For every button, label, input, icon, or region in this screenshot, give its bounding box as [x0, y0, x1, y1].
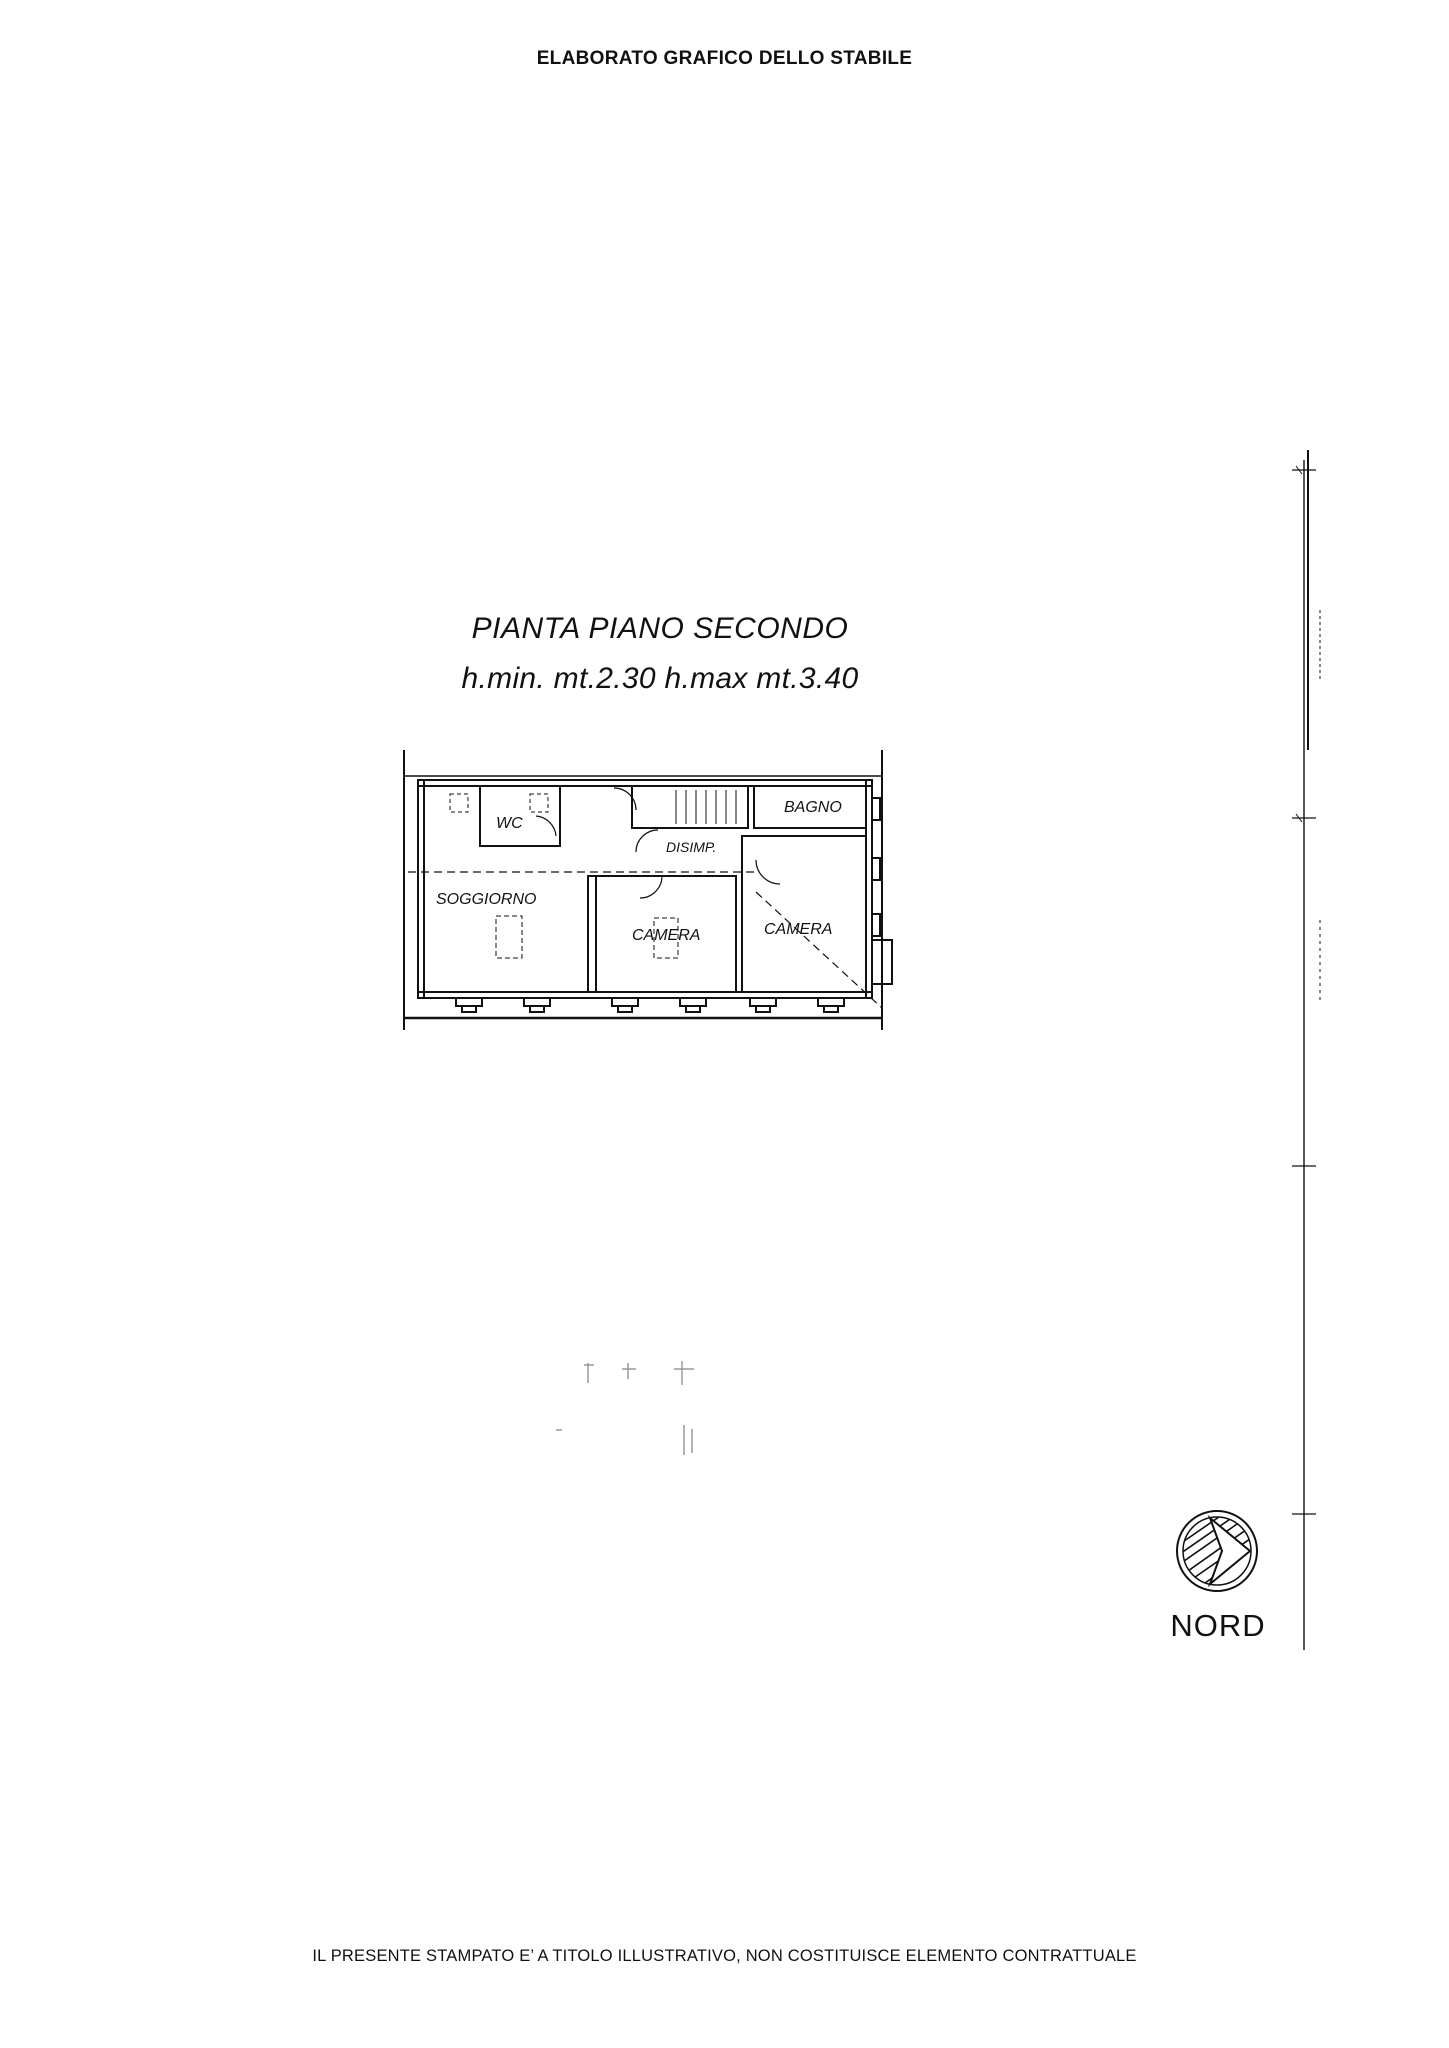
- room-label-disimp: DISIMP.: [666, 839, 716, 855]
- room-label-camera-1: CAMERA: [632, 927, 700, 944]
- room-label-camera-2: CAMERA: [764, 921, 832, 938]
- living-partition: [587, 875, 597, 993]
- west-wall: [417, 779, 425, 999]
- compass-label: NORD: [1170, 1608, 1266, 1643]
- dashed-diagonal: [755, 891, 883, 1009]
- stair-block: [631, 785, 749, 829]
- plan-title: PIANTA PIANO SECONDO: [471, 612, 849, 645]
- room-label-soggiorno: SOGGIORNO: [436, 891, 536, 908]
- document-title: ELABORATO GRAFICO DELLO STABILE: [536, 48, 913, 69]
- bagno-room: [753, 785, 867, 829]
- plan-heights: h.min. mt.2.30 h.max mt.3.40: [461, 662, 859, 695]
- camera-room-2: [741, 835, 867, 993]
- floor-plan: SOGGIORNO WC DISIMP. BAGNO CAMERA CAMERA: [396, 740, 936, 1040]
- disclaimer-note: IL PRESENTE STAMPATO E’ A TITOLO ILLUSTR…: [312, 1947, 1137, 1965]
- room-label-wc: WC: [496, 815, 523, 832]
- room-label-bagno: BAGNO: [784, 799, 842, 816]
- scan-noise: [548, 1355, 748, 1465]
- wc-room: [479, 785, 561, 847]
- scale-bar: [1270, 440, 1330, 1660]
- north-arrow-icon: [1174, 1508, 1260, 1594]
